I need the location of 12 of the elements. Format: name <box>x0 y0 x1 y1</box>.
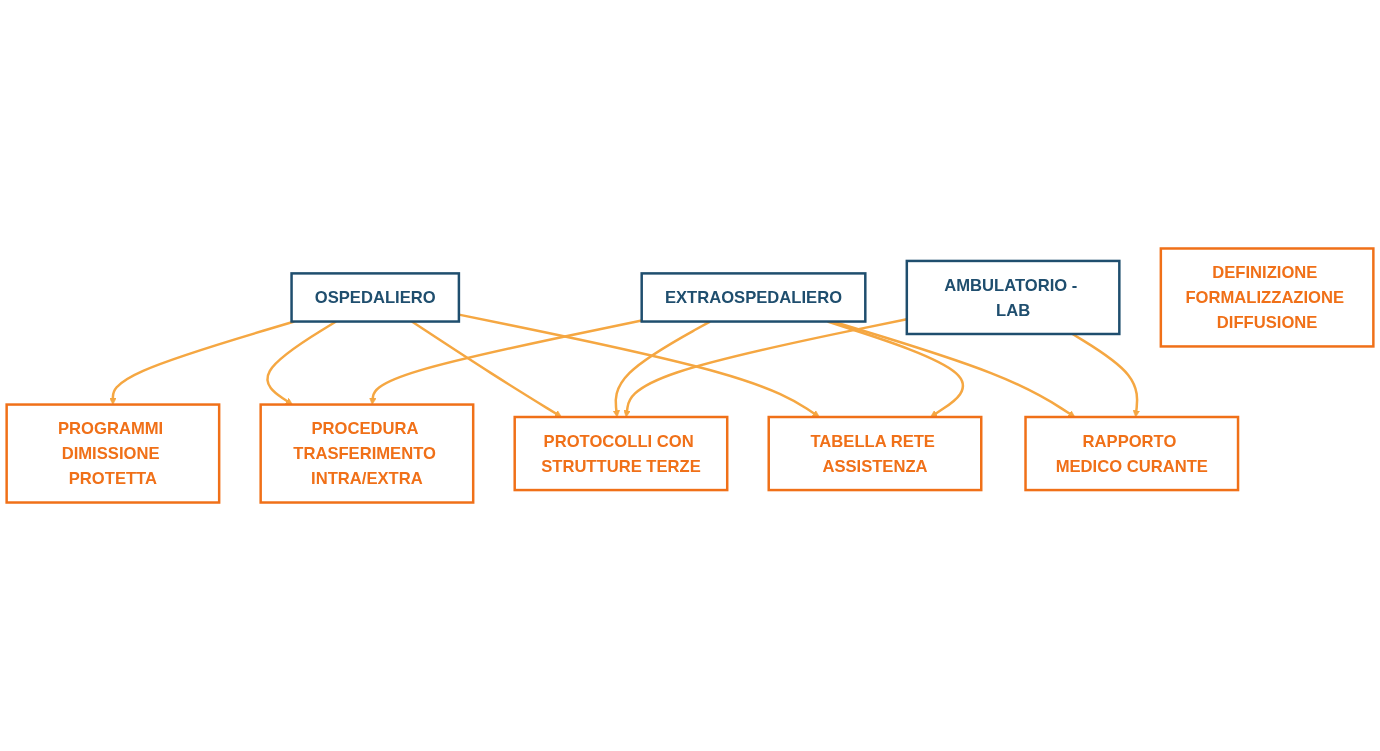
arrow <box>458 313 820 418</box>
node-box: RAPPORTO MEDICO CURANTE <box>1024 415 1240 492</box>
arrow <box>109 320 295 405</box>
node-box: EXTRAOSPEDALIERO <box>640 272 867 323</box>
node-box: PROTOCOLLI CON STRUTTURE TERZE <box>513 415 729 492</box>
arrow <box>369 319 642 405</box>
node-box: PROGRAMMI DIMISSIONE PROTETTA <box>5 403 221 504</box>
node-box: AMBULATORIO - LAB <box>905 259 1121 336</box>
node-box: PROCEDURA TRASFERIMENTO INTRA/EXTRA <box>259 403 475 504</box>
node-box: TABELLA RETE ASSISTENZA <box>767 415 983 492</box>
node-box: OSPEDALIERO <box>290 272 461 323</box>
node-box: DEFINIZIONE FORMALIZZAZIONE DIFFUSIONE <box>1159 247 1375 348</box>
